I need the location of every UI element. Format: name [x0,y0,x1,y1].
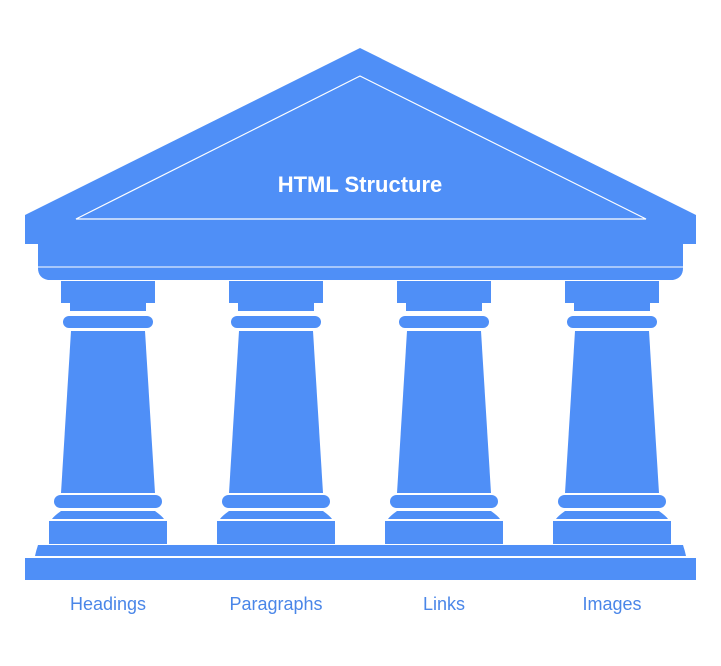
base [25,545,696,580]
base-upper-step [35,545,686,556]
base-lower-step [25,558,696,580]
pillar-label-paragraphs: Paragraphs [229,594,322,614]
pillar-capital [61,281,155,303]
pillar-neck [70,303,146,311]
pillar-label-images: Images [582,594,641,614]
pillar-headings [49,281,167,544]
pillar-shaft [61,331,155,493]
pillar-plinth [385,521,503,544]
entablature-beam [38,244,683,280]
pillar-images [553,281,671,544]
pillar-capital [397,281,491,303]
pillar-plinth [553,521,671,544]
pillar-shaft [229,331,323,493]
pillar-label-headings: Headings [70,594,146,614]
roof-title: HTML Structure [278,172,443,197]
pillar-foot [388,511,500,519]
pillar-plinth [49,521,167,544]
pillar-foot [556,511,668,519]
pillar-bottom-ring [558,495,666,508]
roof: HTML Structure [25,48,696,244]
pillar-neck [406,303,482,311]
pillar-label-links: Links [423,594,465,614]
pillar-neck [238,303,314,311]
pillar-top-ring [63,316,153,328]
roof-outer [25,48,696,244]
pillar-foot [52,511,164,519]
pillar-top-ring [399,316,489,328]
pillar-paragraphs [217,281,335,544]
pillar-top-ring [567,316,657,328]
pillar-foot [220,511,332,519]
pillar-bottom-ring [54,495,162,508]
pillar-bottom-ring [222,495,330,508]
pillar-links [385,281,503,544]
entablature [38,244,683,280]
pillar-bottom-ring [390,495,498,508]
pillar-top-ring [231,316,321,328]
pillar-capital [565,281,659,303]
roof-inner-outline [75,75,647,220]
pillar-labels: Headings Paragraphs Links Images [70,594,642,614]
pillar-capital [229,281,323,303]
pillar-plinth [217,521,335,544]
pillar-neck [574,303,650,311]
pillar-shaft [397,331,491,493]
pillar-shaft [565,331,659,493]
